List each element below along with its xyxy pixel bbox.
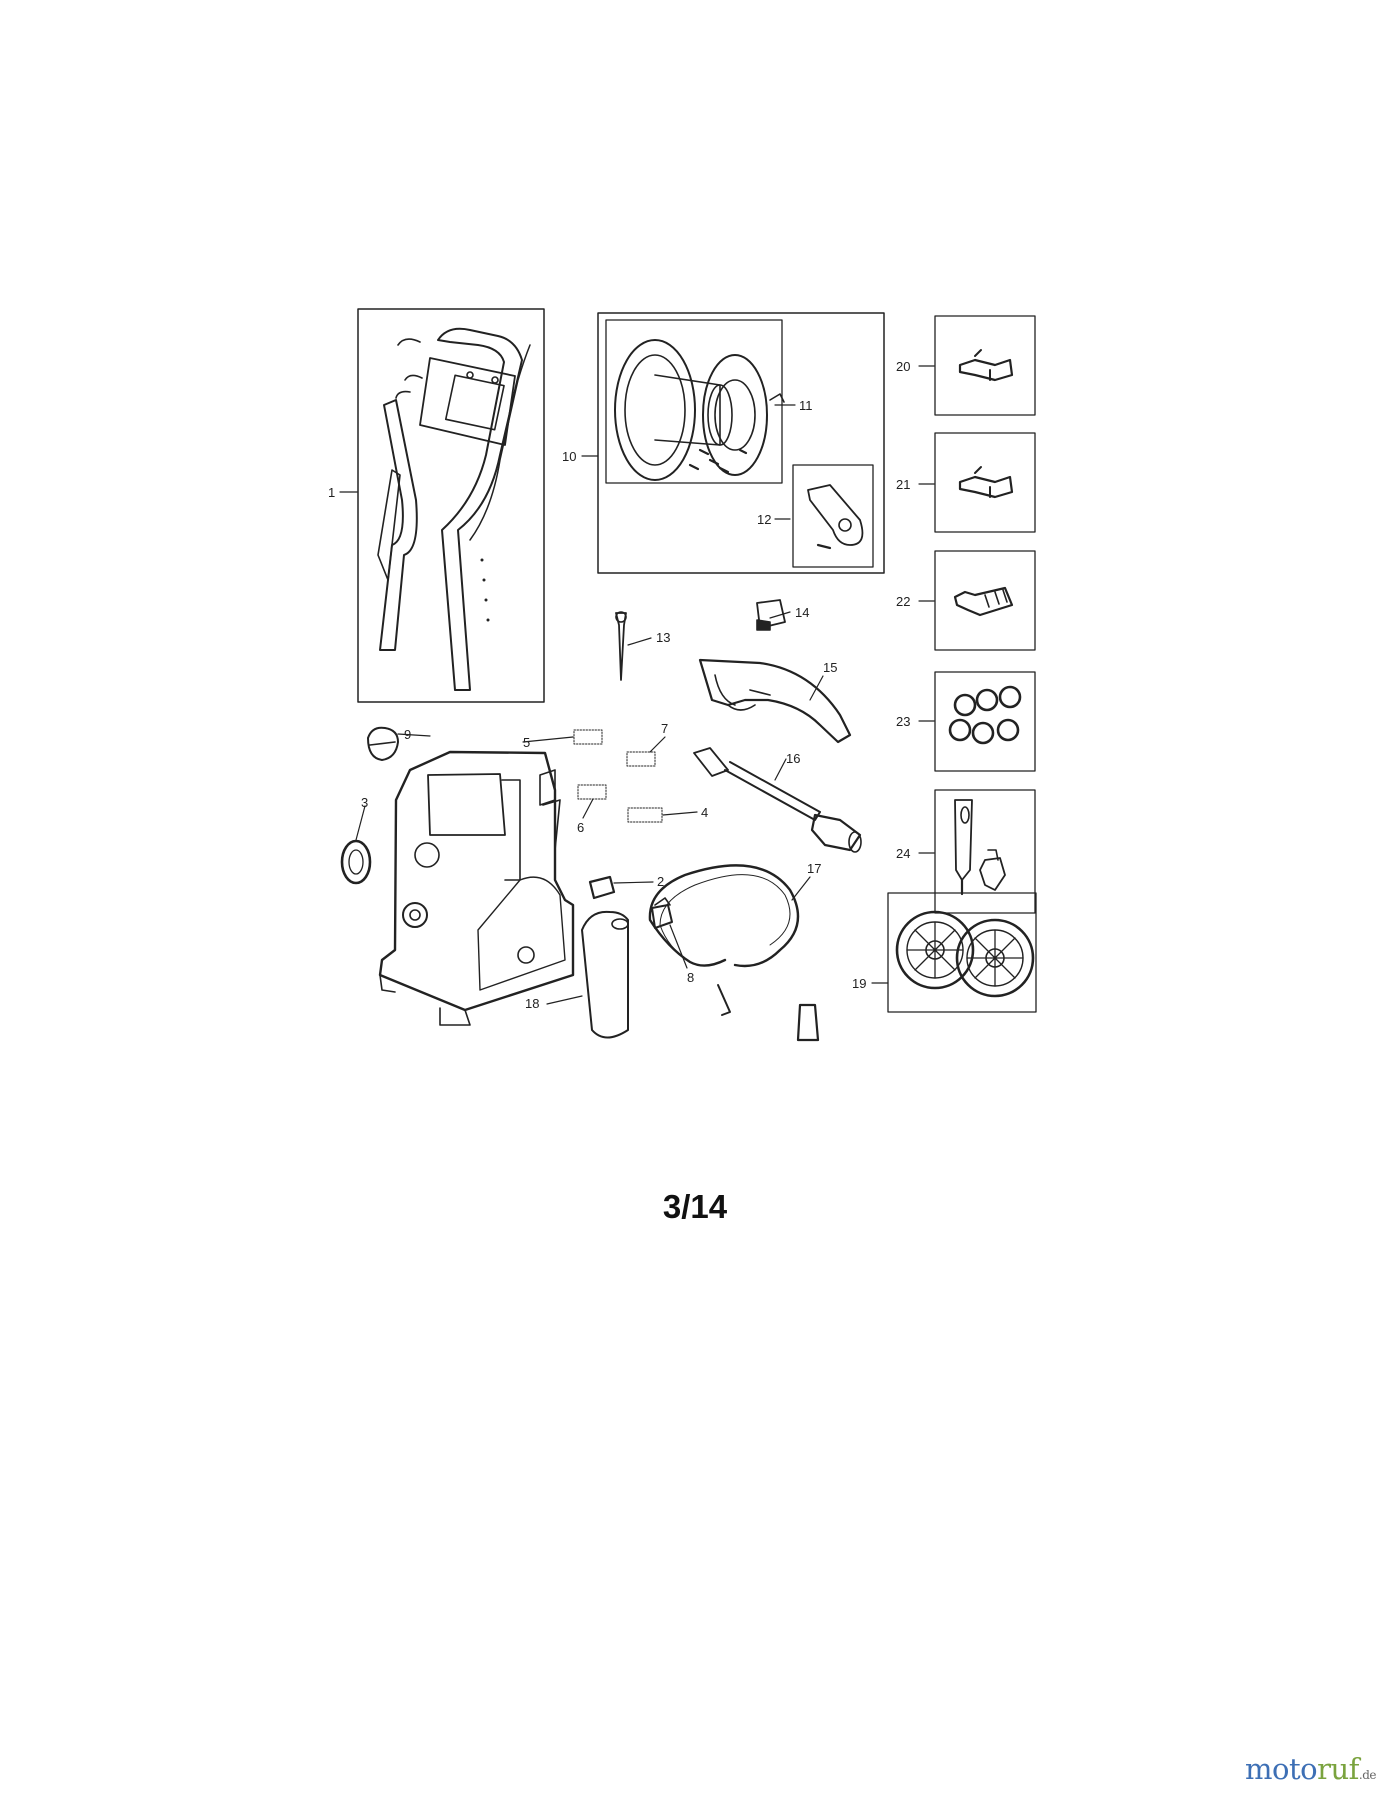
watermark-tld: .de [1358,1768,1377,1782]
part-17-hose [648,864,820,1042]
callout-24: 24 [896,846,910,861]
callout-19: 19 [852,976,866,991]
callout-3: 3 [361,795,368,810]
callout-23: 23 [896,714,910,729]
callout-1: 1 [328,485,335,500]
callout-7: 7 [661,721,668,736]
labels-4-5-6-7 [573,729,663,823]
leader-lines [339,365,935,1005]
part-23-o-rings [934,671,1036,772]
callout-numbers: 1 10 11 12 20 21 22 23 24 19 13 14 15 16… [328,359,910,1011]
page-number: 3/14 [662,1188,728,1225]
callout-11: 11 [799,398,813,413]
watermark-part1: moto [1245,1752,1318,1786]
part-8-cap [651,897,673,929]
part-9-clip [367,726,399,761]
callout-12: 12 [757,512,771,527]
callout-21: 21 [896,477,910,492]
watermark-logo: motoruf.de [1245,1752,1376,1786]
callout-6: 6 [577,820,584,835]
callout-4: 4 [701,805,708,820]
part-16-lance [693,747,862,853]
callout-10: 10 [562,449,576,464]
main-body [378,750,575,1026]
part-14-bracket [756,599,786,631]
callout-16: 16 [786,751,800,766]
callout-2: 2 [657,874,664,889]
callout-13: 13 [656,630,670,645]
callout-15: 15 [823,660,837,675]
part-21-nozzle [934,432,1036,533]
part-18-detergent-tank [581,910,629,1039]
callout-8: 8 [687,970,694,985]
part-3-knob [340,839,372,885]
part-20-nozzle [934,315,1036,416]
callout-14: 14 [795,605,809,620]
part-13-pin [615,611,627,681]
part-19-wheels [887,892,1037,1013]
callout-20: 20 [896,359,910,374]
part-1-handle [357,308,545,703]
part-15-spray-gun [698,658,852,744]
part-22-nozzle [934,550,1036,651]
part-10-hose-reel-assembly [597,312,885,574]
callout-9: 9 [404,727,411,742]
callout-22: 22 [896,594,910,609]
part-2-fitting [588,875,616,900]
part-24-detergent-nozzle [934,789,1036,914]
watermark-part2: ruf [1317,1752,1359,1786]
callout-18: 18 [525,996,539,1011]
callout-17: 17 [807,861,821,876]
callout-5: 5 [523,735,530,750]
